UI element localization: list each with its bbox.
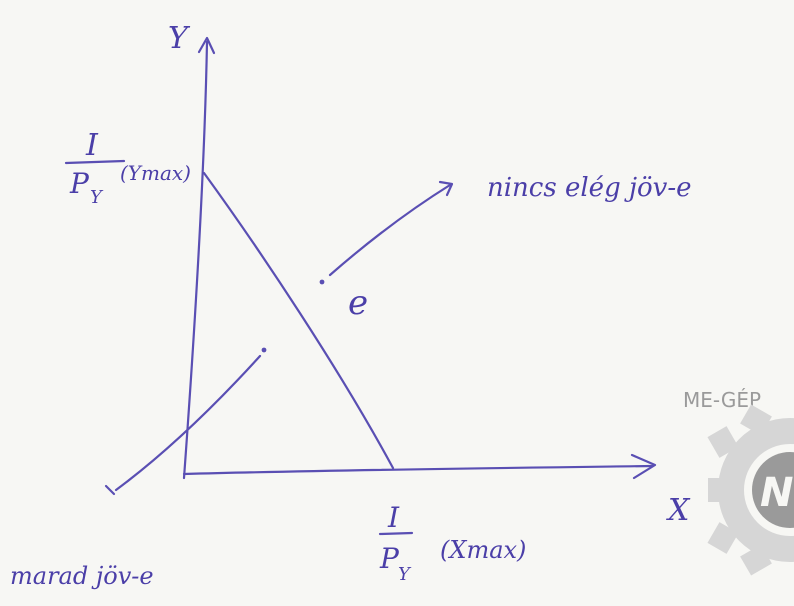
- watermark-text: ME-GÉP: [683, 388, 761, 412]
- x-intercept-label: I P Y (Xmax): [378, 501, 526, 585]
- arrow-to-above-label-head-icon: [438, 180, 454, 197]
- y-axis-arrowhead-icon: [197, 36, 216, 55]
- arrow-to-below-label-head-icon: [104, 484, 116, 496]
- x-axis-label: X: [666, 493, 691, 528]
- y-intercept-numerator: I: [85, 128, 99, 163]
- x-axis: [182, 464, 654, 476]
- arrow-to-below-label: [114, 354, 262, 492]
- y-axis: [182, 40, 209, 480]
- watermark: ME-GÉP NM: [683, 388, 794, 576]
- x-intercept-numerator: I: [387, 501, 400, 534]
- y-intercept-denominator: P: [69, 167, 90, 200]
- annotation-below-line: marad jöv-e: [10, 562, 154, 590]
- annotation-above-line: nincs elég jöv-e: [487, 173, 692, 203]
- y-intercept-label: I P Y (Ymax): [64, 128, 191, 208]
- x-intercept-denominator: P: [379, 542, 400, 575]
- point-label-e: e: [348, 283, 368, 323]
- gear-logo-icon: NM: [707, 404, 794, 576]
- x-intercept-note: (Xmax): [440, 536, 526, 564]
- y-intercept-denominator-sub: Y: [90, 187, 104, 208]
- y-intercept-note: (Ymax): [120, 161, 191, 185]
- watermark-logo-letters: NM: [760, 470, 794, 516]
- y-intercept-fraction-bar: [64, 159, 126, 165]
- x-intercept-denominator-sub: Y: [398, 564, 412, 585]
- y-axis-label: Y: [168, 21, 191, 56]
- budget-line: [202, 171, 395, 470]
- point-below-line: [261, 347, 267, 353]
- x-intercept-fraction-bar: [378, 531, 414, 536]
- x-axis-arrowhead-icon: [630, 453, 657, 480]
- arrow-to-above-label: [328, 183, 452, 277]
- point-above-line: [319, 279, 325, 285]
